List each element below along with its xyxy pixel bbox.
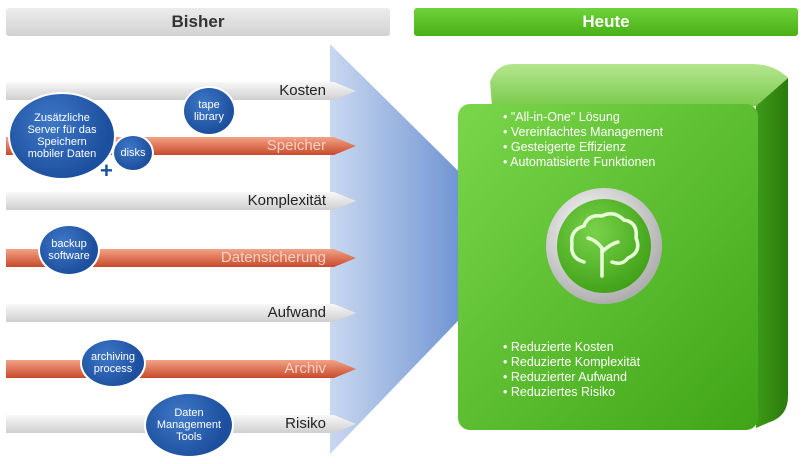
label-aufwand: Aufwand: [267, 304, 326, 321]
header-bisher: Bisher: [6, 8, 390, 36]
result-item: Reduzierte Kosten: [503, 340, 640, 355]
tree-icon: [546, 188, 662, 304]
result-item: Reduziertes Risiko: [503, 385, 640, 400]
arrow-komplexitaet: Komplexität: [6, 190, 356, 212]
label-datensicherung: Datensicherung: [220, 249, 326, 266]
benefit-item: Gesteigerte Effizienz: [503, 140, 663, 155]
benefit-item: Vereinfachtes Management: [503, 125, 663, 140]
label-komplexitaet: Komplexität: [247, 192, 326, 209]
bubble-server: Zusätzliche Server für das Speichern mob…: [8, 92, 116, 180]
benefits-list: "All-in-One" Lösung Vereinfachtes Manage…: [503, 110, 663, 170]
bubble-backup-software: backup software: [38, 224, 100, 276]
bubble-disks: disks: [112, 134, 154, 172]
benefit-item: "All-in-One" Lösung: [503, 110, 663, 125]
label-speicher: Speicher: [266, 137, 326, 154]
arrow-kosten: Kosten: [6, 80, 356, 102]
arrow-aufwand: Aufwand: [6, 302, 356, 324]
label-risiko: Risiko: [285, 415, 326, 432]
plus-icon: +: [100, 158, 113, 183]
bubble-daten-management-tools: Daten Management Tools: [144, 392, 234, 458]
label-kosten: Kosten: [279, 82, 326, 99]
result-item: Reduzierte Komplexität: [503, 355, 640, 370]
bubble-tape-library: tape library: [182, 86, 236, 136]
header-heute: Heute: [414, 8, 798, 36]
big-transition-arrow: [330, 44, 532, 454]
result-item: Reduzierter Aufwand: [503, 370, 640, 385]
benefit-item: Automatisierte Funktionen: [503, 155, 663, 170]
label-archiv: Archiv: [284, 360, 326, 377]
bubble-archiving-process: archiving process: [80, 338, 146, 388]
arrow-archiv: Archiv: [6, 358, 356, 380]
results-list: Reduzierte Kosten Reduzierte Komplexität…: [503, 340, 640, 400]
